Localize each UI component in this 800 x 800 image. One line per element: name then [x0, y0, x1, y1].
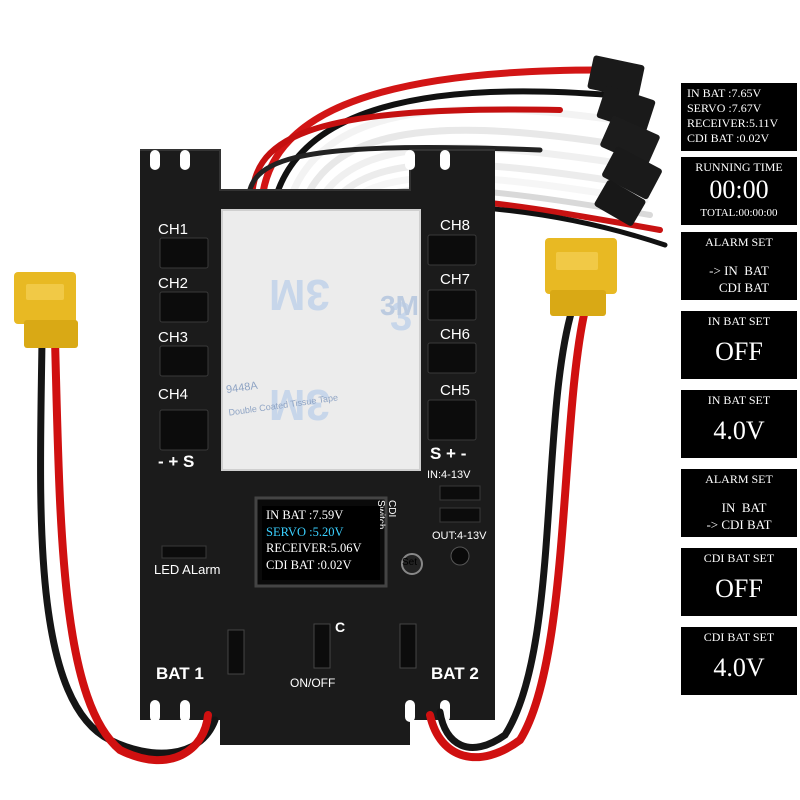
board-oled-screen: IN BAT :7.59V SERVO :5.20V RECEIVER:5.06…	[262, 506, 380, 580]
panel-voltages: IN BAT :7.65V SERVO :7.67V RECEIVER:5.11…	[681, 83, 797, 151]
out-header	[439, 507, 481, 523]
bat2-port	[399, 623, 417, 669]
panel-alarm-set-2: ALARM SET IN BAT -> CDI BAT	[681, 469, 797, 537]
set-button	[401, 553, 423, 575]
xt60-connector-right	[545, 238, 617, 316]
set-button-label: Set	[402, 557, 418, 568]
port-c-label: C	[335, 619, 346, 635]
servo-plugs	[587, 55, 662, 226]
panel-running-time: RUNNING TIME 00:00 TOTAL:00:00:00	[681, 157, 797, 225]
panel-title: CDI BAT SET	[703, 630, 775, 644]
in-header	[439, 485, 481, 501]
ch8-label: CH8	[440, 217, 471, 234]
polarity-right: S + -	[430, 444, 467, 463]
oled-label: IN BAT	[266, 508, 306, 522]
oled-value: :5.20V	[309, 524, 344, 539]
channel-headers	[159, 234, 477, 451]
buzzer-hole	[450, 546, 470, 566]
bat1-port	[227, 629, 245, 675]
panel-title: IN BAT SET	[707, 314, 771, 328]
onoff-port	[313, 623, 331, 669]
panel-title: ALARM SET	[705, 235, 773, 249]
panel-value: 4.0V	[713, 416, 765, 445]
xt60-connector-left	[14, 272, 78, 348]
tape-sticker: 3M 3 3M	[221, 209, 421, 471]
panel-value: OFF	[715, 337, 763, 366]
panel-row: IN BAT :7.65V	[687, 86, 762, 100]
tape-logo-3: 3M	[269, 380, 330, 429]
led-alarm-label: LED ALarm	[154, 562, 221, 577]
panel-cdi-bat-4v: CDI BAT SET 4.0V	[681, 627, 797, 695]
panel-in-bat-4v: IN BAT SET 4.0V	[681, 390, 797, 458]
panel-row: SERVO :7.67V	[687, 101, 762, 115]
ch3-label: CH3	[158, 329, 189, 346]
panel-alarm-set-1: ALARM SET -> IN BAT CDI BAT	[681, 232, 797, 300]
oled-value: :5.06V	[327, 541, 362, 555]
ch6-label: CH6	[440, 326, 471, 343]
ch4-label: CH4	[158, 386, 189, 403]
in-range-label: IN:4-13V	[427, 469, 471, 481]
panel-in-bat-off: IN BAT SET OFF	[681, 311, 797, 379]
panel-value: OFF	[715, 574, 763, 603]
panel-total: TOTAL:00:00:00	[700, 207, 778, 219]
panel-title: CDI BAT SET	[703, 551, 775, 565]
polarity-left: - + S	[158, 452, 195, 471]
panel-value: 4.0V	[713, 653, 765, 682]
panel-line: CDI BAT	[718, 280, 770, 295]
tape-brand-label: 3M	[380, 290, 419, 321]
oled-label: RECEIVER	[266, 541, 328, 555]
out-range-label: OUT:4-13V	[432, 530, 487, 542]
panel-line: -> CDI BAT	[706, 517, 772, 532]
panel-cdi-bat-off: CDI BAT SET OFF	[681, 548, 797, 616]
tape-logo-2: 3	[390, 295, 412, 339]
oled-value: :0.02V	[317, 557, 352, 572]
tape-logo-1: 3M	[269, 270, 330, 319]
ch7-label: CH7	[440, 271, 471, 288]
panel-row: CDI BAT :0.02V	[687, 131, 770, 145]
led-alarm-header	[161, 545, 207, 559]
panel-line: -> IN BAT	[709, 263, 769, 278]
panel-row: RECEIVER:5.11V	[687, 116, 779, 130]
ch1-label: CH1	[158, 221, 189, 238]
bat2-label: BAT 2	[431, 664, 479, 683]
oled-label: SERVO	[266, 524, 306, 539]
oled-value: :7.59V	[308, 508, 344, 522]
panel-line: IN BAT	[721, 500, 767, 515]
bat1-label: BAT 1	[156, 664, 204, 683]
panel-time: 00:00	[709, 175, 769, 204]
ch2-label: CH2	[158, 275, 189, 292]
panel-title: RUNNING TIME	[695, 160, 783, 174]
ch5-label: CH5	[440, 382, 471, 399]
panel-title: ALARM SET	[705, 472, 773, 486]
oled-label: CDI BAT	[266, 557, 315, 572]
panel-title: IN BAT SET	[707, 393, 771, 407]
on-off-label: ON/OFF	[290, 676, 336, 690]
battery-leads	[37, 306, 589, 764]
